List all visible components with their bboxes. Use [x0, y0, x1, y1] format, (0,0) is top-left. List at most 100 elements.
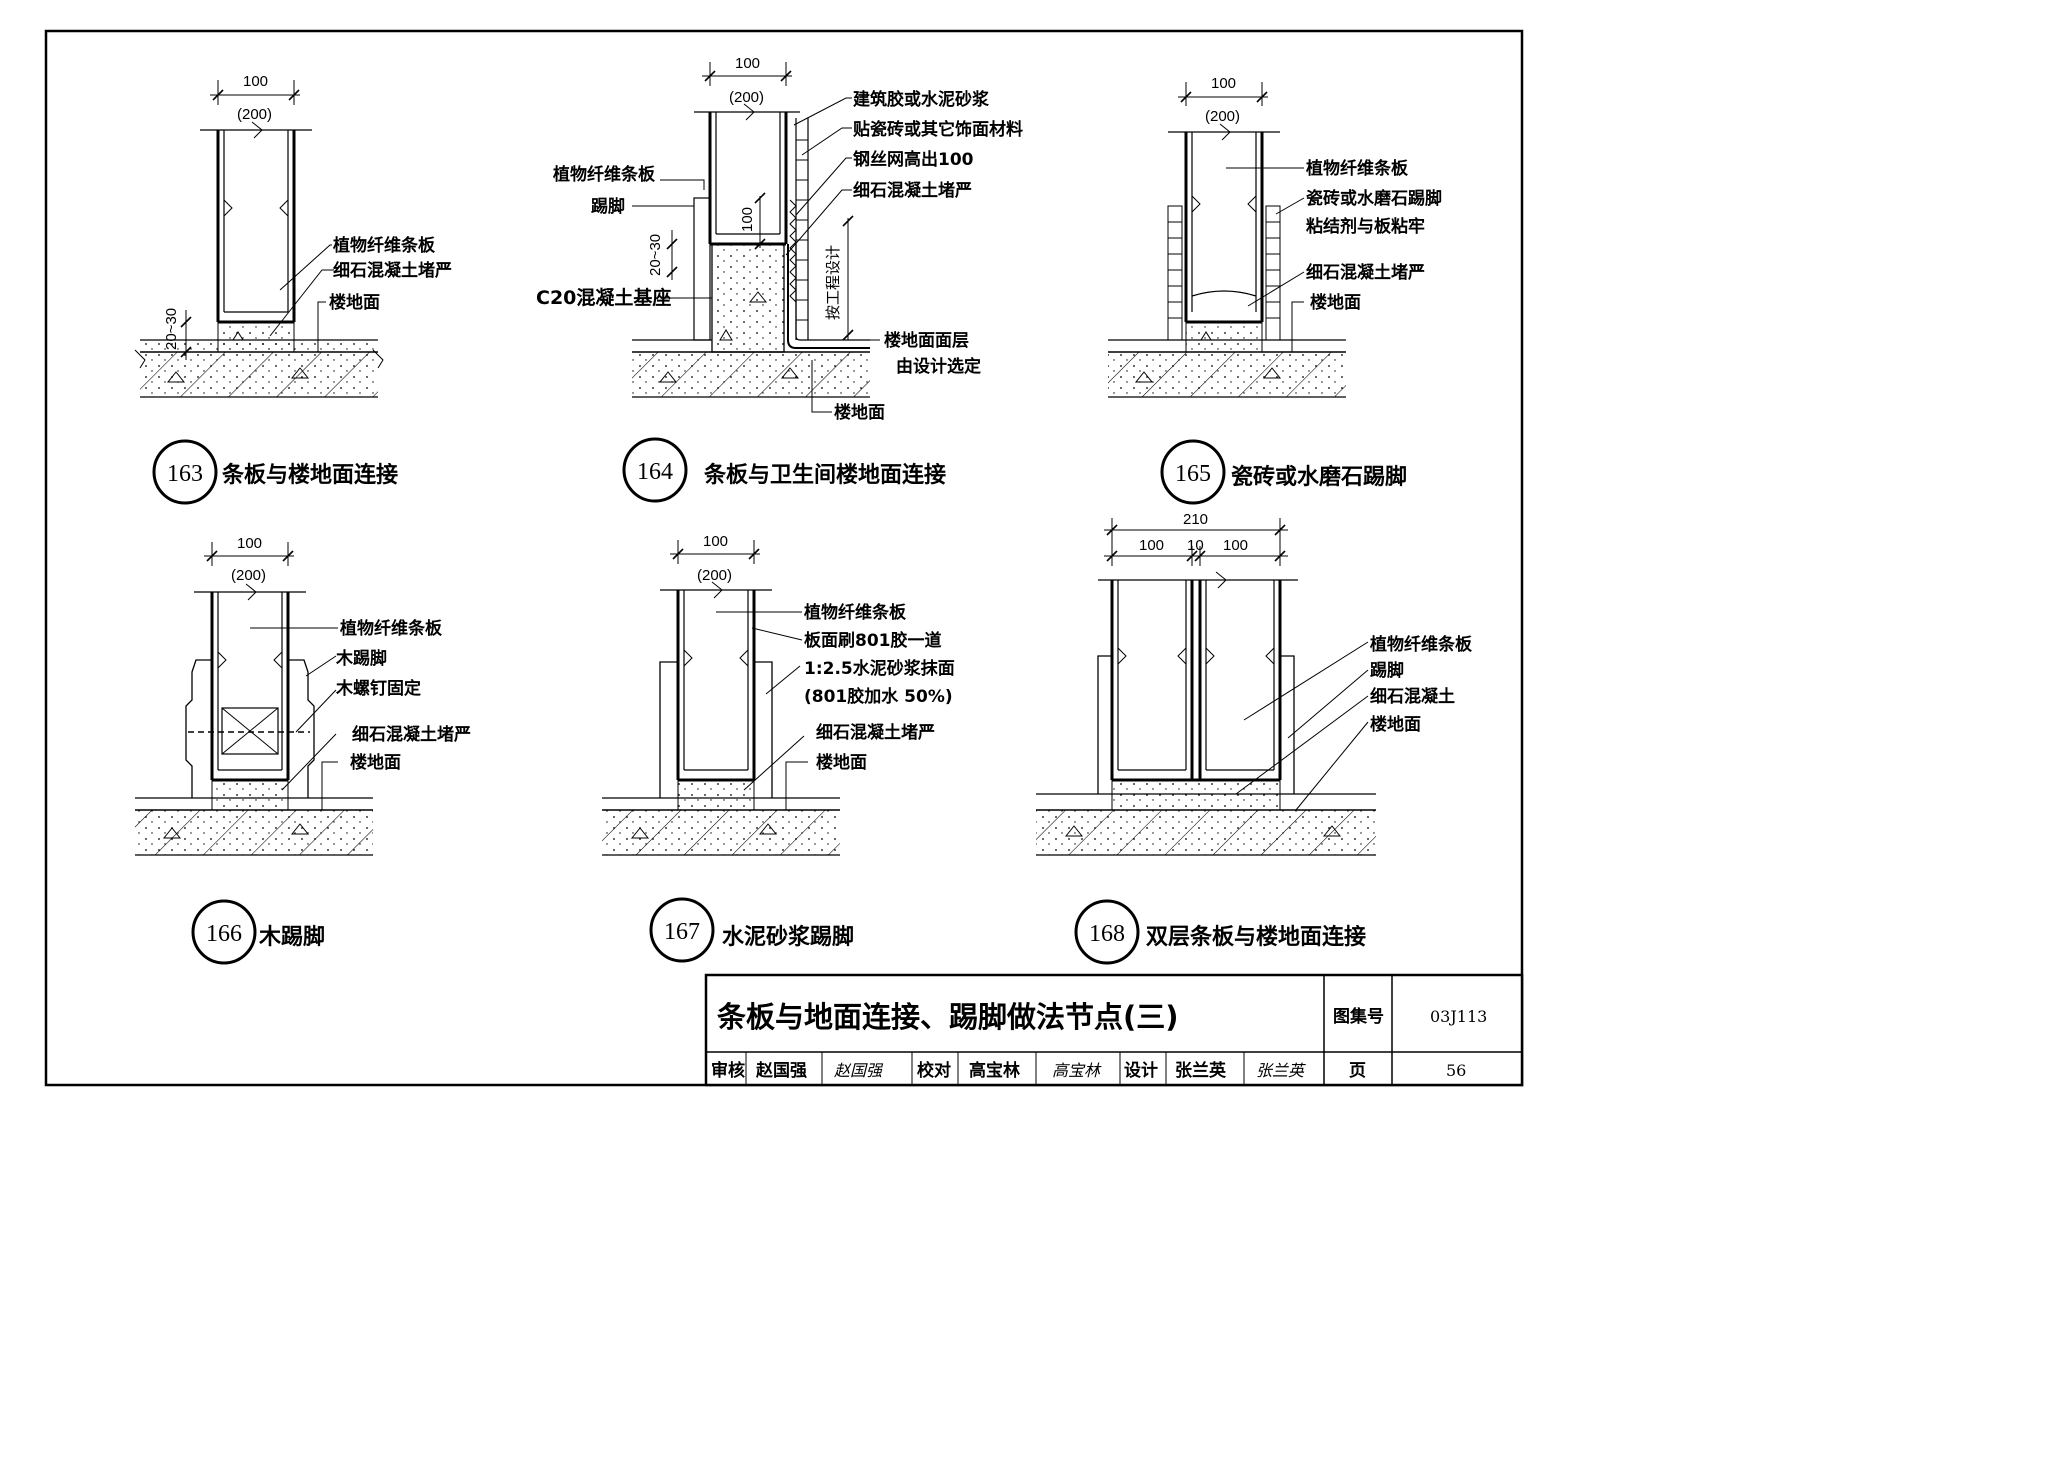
- atlas-label: 图集号: [1333, 1006, 1384, 1027]
- detail-caption: 瓷砖或水磨石踢脚: [1231, 464, 1407, 490]
- double-panel: [1098, 571, 1298, 811]
- label-skirting: 踢脚: [1370, 660, 1404, 681]
- label-floor: 楼地面: [834, 402, 885, 423]
- dim-gap: 20~30: [647, 234, 664, 276]
- dimension-design: 按工程设计: [825, 215, 854, 341]
- dimension-gap: 20~30: [163, 308, 192, 360]
- label-screws: 木螺钉固定: [335, 678, 421, 699]
- label-fill: 细石混凝土堵严: [853, 180, 972, 201]
- detail-number: 165: [1175, 461, 1211, 487]
- label-skirting: 踢脚: [591, 196, 625, 217]
- dimension-top: 100 (200): [210, 73, 300, 123]
- detail-number: 163: [167, 461, 203, 487]
- floor-slab: [602, 797, 840, 856]
- dim-width: 100: [735, 55, 760, 72]
- detail-caption: 木踢脚: [258, 925, 325, 950]
- dim-mid: 10: [1187, 537, 1204, 554]
- detail-number: 164: [637, 459, 673, 485]
- detail-164: 100 (200) 20~30 100 按工程设计: [536, 55, 1023, 503]
- leaders: [1226, 167, 1305, 352]
- dim-100: 100: [739, 207, 756, 232]
- checker-signature: 高宝林: [1052, 1061, 1102, 1080]
- dimension-gap: 20~30: [647, 230, 678, 280]
- detail-167: 100 (200) 植物纤维条板 板面刷801胶一道 1:2.5水泥砂浆抹面 (…: [602, 533, 955, 963]
- floor-slab: [1108, 339, 1346, 398]
- label-base: C20混凝土基座: [536, 286, 671, 309]
- wall-panel: [1168, 123, 1280, 353]
- dimension-top: 100 (200): [670, 533, 760, 584]
- label-primer: 板面刷801胶一道: [804, 630, 942, 651]
- label-fill: 细石混凝土堵严: [1306, 262, 1425, 283]
- tile-skirting: [1167, 205, 1281, 341]
- atlas-number: 03J113: [1430, 1007, 1487, 1026]
- dimension-top: 210 100 10 100: [1104, 511, 1288, 566]
- label-fill: 细石混凝土堵严: [352, 724, 471, 745]
- label-panel: 植物纤维条板: [804, 602, 907, 623]
- dim-gap: 20~30: [163, 308, 180, 350]
- label-fill: 细石混凝土堵严: [333, 260, 452, 281]
- label-floor: 楼地面: [1310, 292, 1361, 313]
- designer-signature: 张兰英: [1256, 1061, 1306, 1080]
- leaders: [1235, 641, 1369, 811]
- dim-total: 210: [1183, 511, 1208, 528]
- label-panel: 植物纤维条板: [1370, 634, 1473, 655]
- detail-number: 166: [206, 921, 242, 947]
- dimension-top: 100 (200): [1178, 75, 1268, 125]
- detail-168: 210 100 10 100 植物纤维条板 踢脚 细石混凝土 楼地面 168 双…: [1036, 511, 1473, 965]
- dim-width: 100: [243, 73, 268, 90]
- page-number: 56: [1446, 1061, 1466, 1080]
- wood-skirting: [185, 659, 315, 798]
- label-tile: 贴瓷砖或其它饰面材料: [853, 119, 1023, 140]
- label-floor: 楼地面: [329, 292, 380, 313]
- leaders: [632, 97, 880, 413]
- detail-caption: 条板与卫生间楼地面连接: [703, 462, 946, 488]
- detail-165: 100 (200) 植物纤维条板 瓷砖或水磨石踢脚 粘结剂与板粘牢 细石混凝土堵…: [1108, 75, 1442, 505]
- dim-width: 100: [1211, 75, 1236, 92]
- label-mortar-note: (801胶加水 50%): [804, 686, 953, 707]
- detail-caption: 水泥砂浆踢脚: [722, 924, 854, 950]
- wall-panel: [200, 121, 312, 353]
- label-fill: 细石混凝土堵严: [816, 722, 935, 743]
- dim-width: 100: [703, 533, 728, 550]
- design-label: 设计: [1124, 1060, 1158, 1081]
- detail-caption: 条板与楼地面连接: [221, 462, 398, 488]
- detail-caption: 双层条板与楼地面连接: [1146, 924, 1366, 950]
- label-panel: 植物纤维条板: [340, 618, 443, 639]
- detail-163: 100 (200) 20~30 植物纤维条板 细石混凝土堵严 楼地面 163 条…: [134, 73, 452, 505]
- label-adhesive: 建筑胶或水泥砂浆: [853, 89, 990, 110]
- designer-name: 张兰英: [1175, 1060, 1227, 1081]
- floor-slab: [1036, 793, 1376, 856]
- checker-name: 高宝林: [969, 1060, 1020, 1081]
- label-floor-layer-2: 由设计选定: [896, 356, 981, 377]
- dim-right: 100: [1223, 537, 1248, 554]
- dim-width-alt: (200): [237, 106, 272, 123]
- dim-width-alt: (200): [231, 567, 266, 584]
- detail-number: 168: [1089, 921, 1125, 947]
- label-floor: 楼地面: [350, 752, 401, 773]
- label-wood-skirting: 木踢脚: [335, 648, 387, 669]
- drawing-title: 条板与地面连接、踢脚做法节点(三): [717, 1000, 1179, 1034]
- wall-panel: [188, 583, 310, 811]
- review-label: 审核: [711, 1060, 745, 1081]
- dim-width-alt: (200): [729, 89, 764, 106]
- dim-width-alt: (200): [697, 567, 732, 584]
- dimension-100: 100: [739, 192, 766, 250]
- detail-166: 100 (200) 植物纤维条板 木踢脚 木螺钉固定 细石混凝土堵严 楼地面 1…: [135, 535, 471, 965]
- dimension-top: 100 (200): [204, 535, 294, 584]
- floor-slab: [632, 339, 870, 398]
- label-mesh: 钢丝网高出100: [853, 149, 974, 170]
- leaders: [716, 611, 808, 810]
- dim-width: 100: [237, 535, 262, 552]
- detail-number: 167: [664, 919, 700, 945]
- reviewer-signature: 赵国强: [834, 1061, 884, 1080]
- label-mortar: 1:2.5水泥砂浆抹面: [804, 658, 955, 679]
- label-tile-skirting: 瓷砖或水磨石踢脚: [1306, 188, 1442, 209]
- label-floor: 楼地面: [816, 752, 867, 773]
- dim-width-alt: (200): [1205, 108, 1240, 125]
- leaders: [269, 244, 334, 352]
- reviewer-name: 赵国强: [755, 1060, 807, 1081]
- label-panel: 植物纤维条板: [553, 164, 656, 185]
- label-panel: 植物纤维条板: [1306, 158, 1409, 179]
- wall-panel: [660, 581, 772, 811]
- mortar-skirting: [659, 661, 773, 798]
